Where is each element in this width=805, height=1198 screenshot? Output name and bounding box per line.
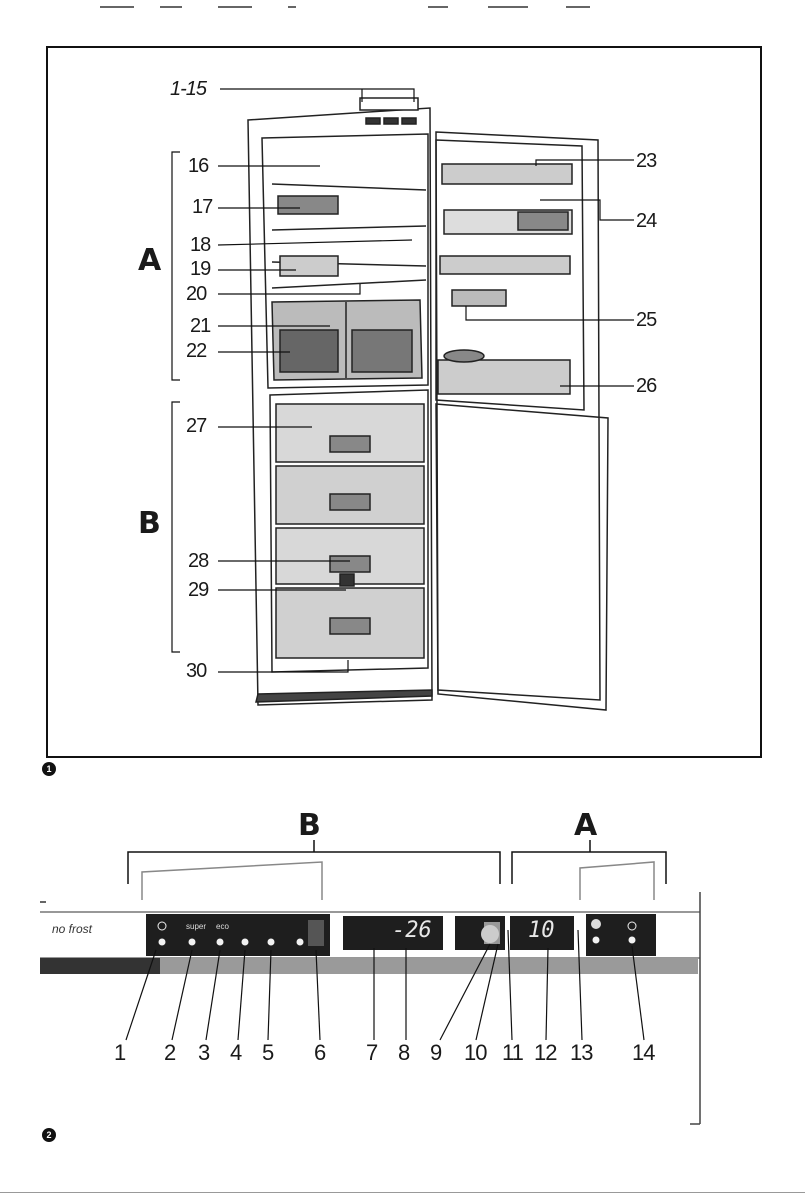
fig2-callout-1: 1	[114, 1040, 125, 1066]
fig2-callout-14: 14	[632, 1040, 654, 1066]
fig2-callout-8: 8	[398, 1040, 409, 1066]
fig2-callout-13: 13	[570, 1040, 592, 1066]
figure-2-number: 2	[42, 1128, 56, 1142]
no-frost-label: no frost	[52, 922, 92, 936]
fridge-temperature-display: 10	[528, 918, 555, 943]
fig2-callout-11: 11	[502, 1040, 523, 1066]
bottom-scan-edge	[0, 1192, 805, 1193]
panel-label-super: super	[186, 922, 206, 931]
fig2-callout-10: 10	[464, 1040, 486, 1066]
panel-label-eco: eco	[216, 922, 229, 931]
fig2-callout-7: 7	[366, 1040, 377, 1066]
fig2-callout-3: 3	[198, 1040, 209, 1066]
fig2-callout-5: 5	[262, 1040, 273, 1066]
fig2-callout-2: 2	[164, 1040, 175, 1066]
freezer-temperature-display: -26	[392, 918, 432, 943]
fig2-callout-6: 6	[314, 1040, 325, 1066]
fig2-callout-9: 9	[430, 1040, 441, 1066]
fig2-callout-12: 12	[534, 1040, 556, 1066]
fig2-callout-4: 4	[230, 1040, 241, 1066]
